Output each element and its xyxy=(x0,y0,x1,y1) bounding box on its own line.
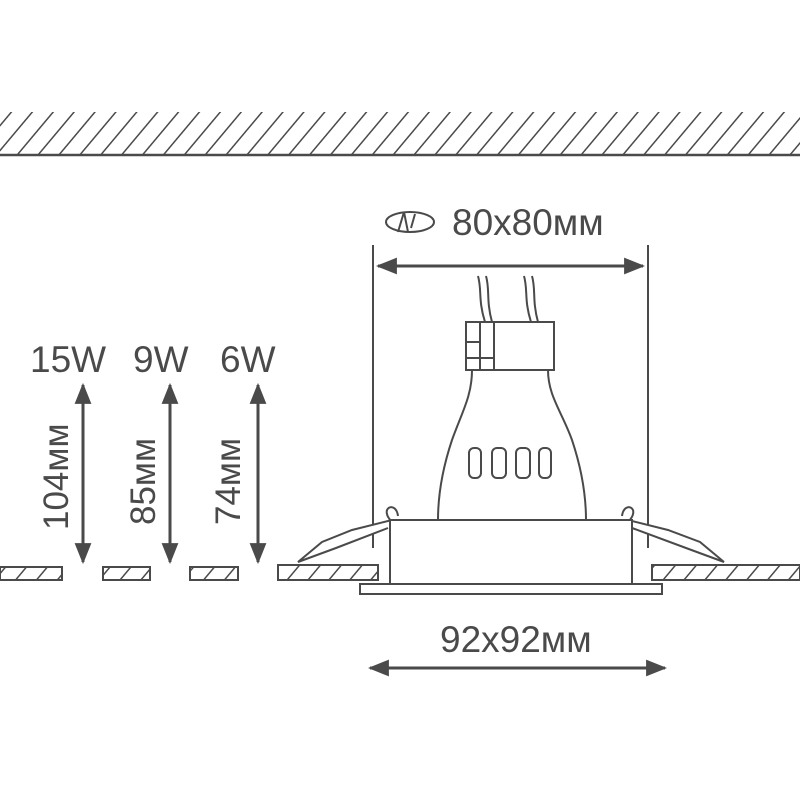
vent-slot xyxy=(515,447,531,479)
depth-column-15w: 15W 104мм xyxy=(30,339,106,565)
depth-label-104: 104мм xyxy=(37,423,76,530)
clip-arm-right xyxy=(627,519,725,563)
clip-arm-left xyxy=(297,519,393,563)
depth-column-9w: 9W 85мм xyxy=(124,339,189,565)
vent-slot xyxy=(538,447,552,479)
fixture-trim xyxy=(359,583,663,595)
depth-label-85: 85мм xyxy=(124,438,163,525)
depth-label-74: 74мм xyxy=(209,438,248,525)
cutout-label: 80x80мм xyxy=(452,202,604,243)
wattage-label-9w: 9W xyxy=(133,339,189,380)
spring-clip-left xyxy=(385,506,399,523)
circular-cutout-icon xyxy=(385,211,435,233)
ceiling-slab xyxy=(0,112,800,157)
spring-clip-right xyxy=(621,506,635,523)
wattage-label-6w: 6W xyxy=(220,339,276,380)
lamp-body xyxy=(436,369,588,521)
ceiling-panel xyxy=(0,564,800,581)
depth-column-6w: 6W 74мм xyxy=(209,339,276,565)
frame-label: 92x92мм xyxy=(440,619,592,660)
wattage-label-15w: 15W xyxy=(30,339,106,380)
vent-slot xyxy=(491,447,507,479)
fixture-housing xyxy=(389,519,633,585)
frame-dimension: 92x92мм xyxy=(367,619,668,677)
downlight-fixture xyxy=(297,275,725,595)
cutout-dimension: 80x80мм xyxy=(372,202,649,548)
vent-slot xyxy=(468,447,482,479)
